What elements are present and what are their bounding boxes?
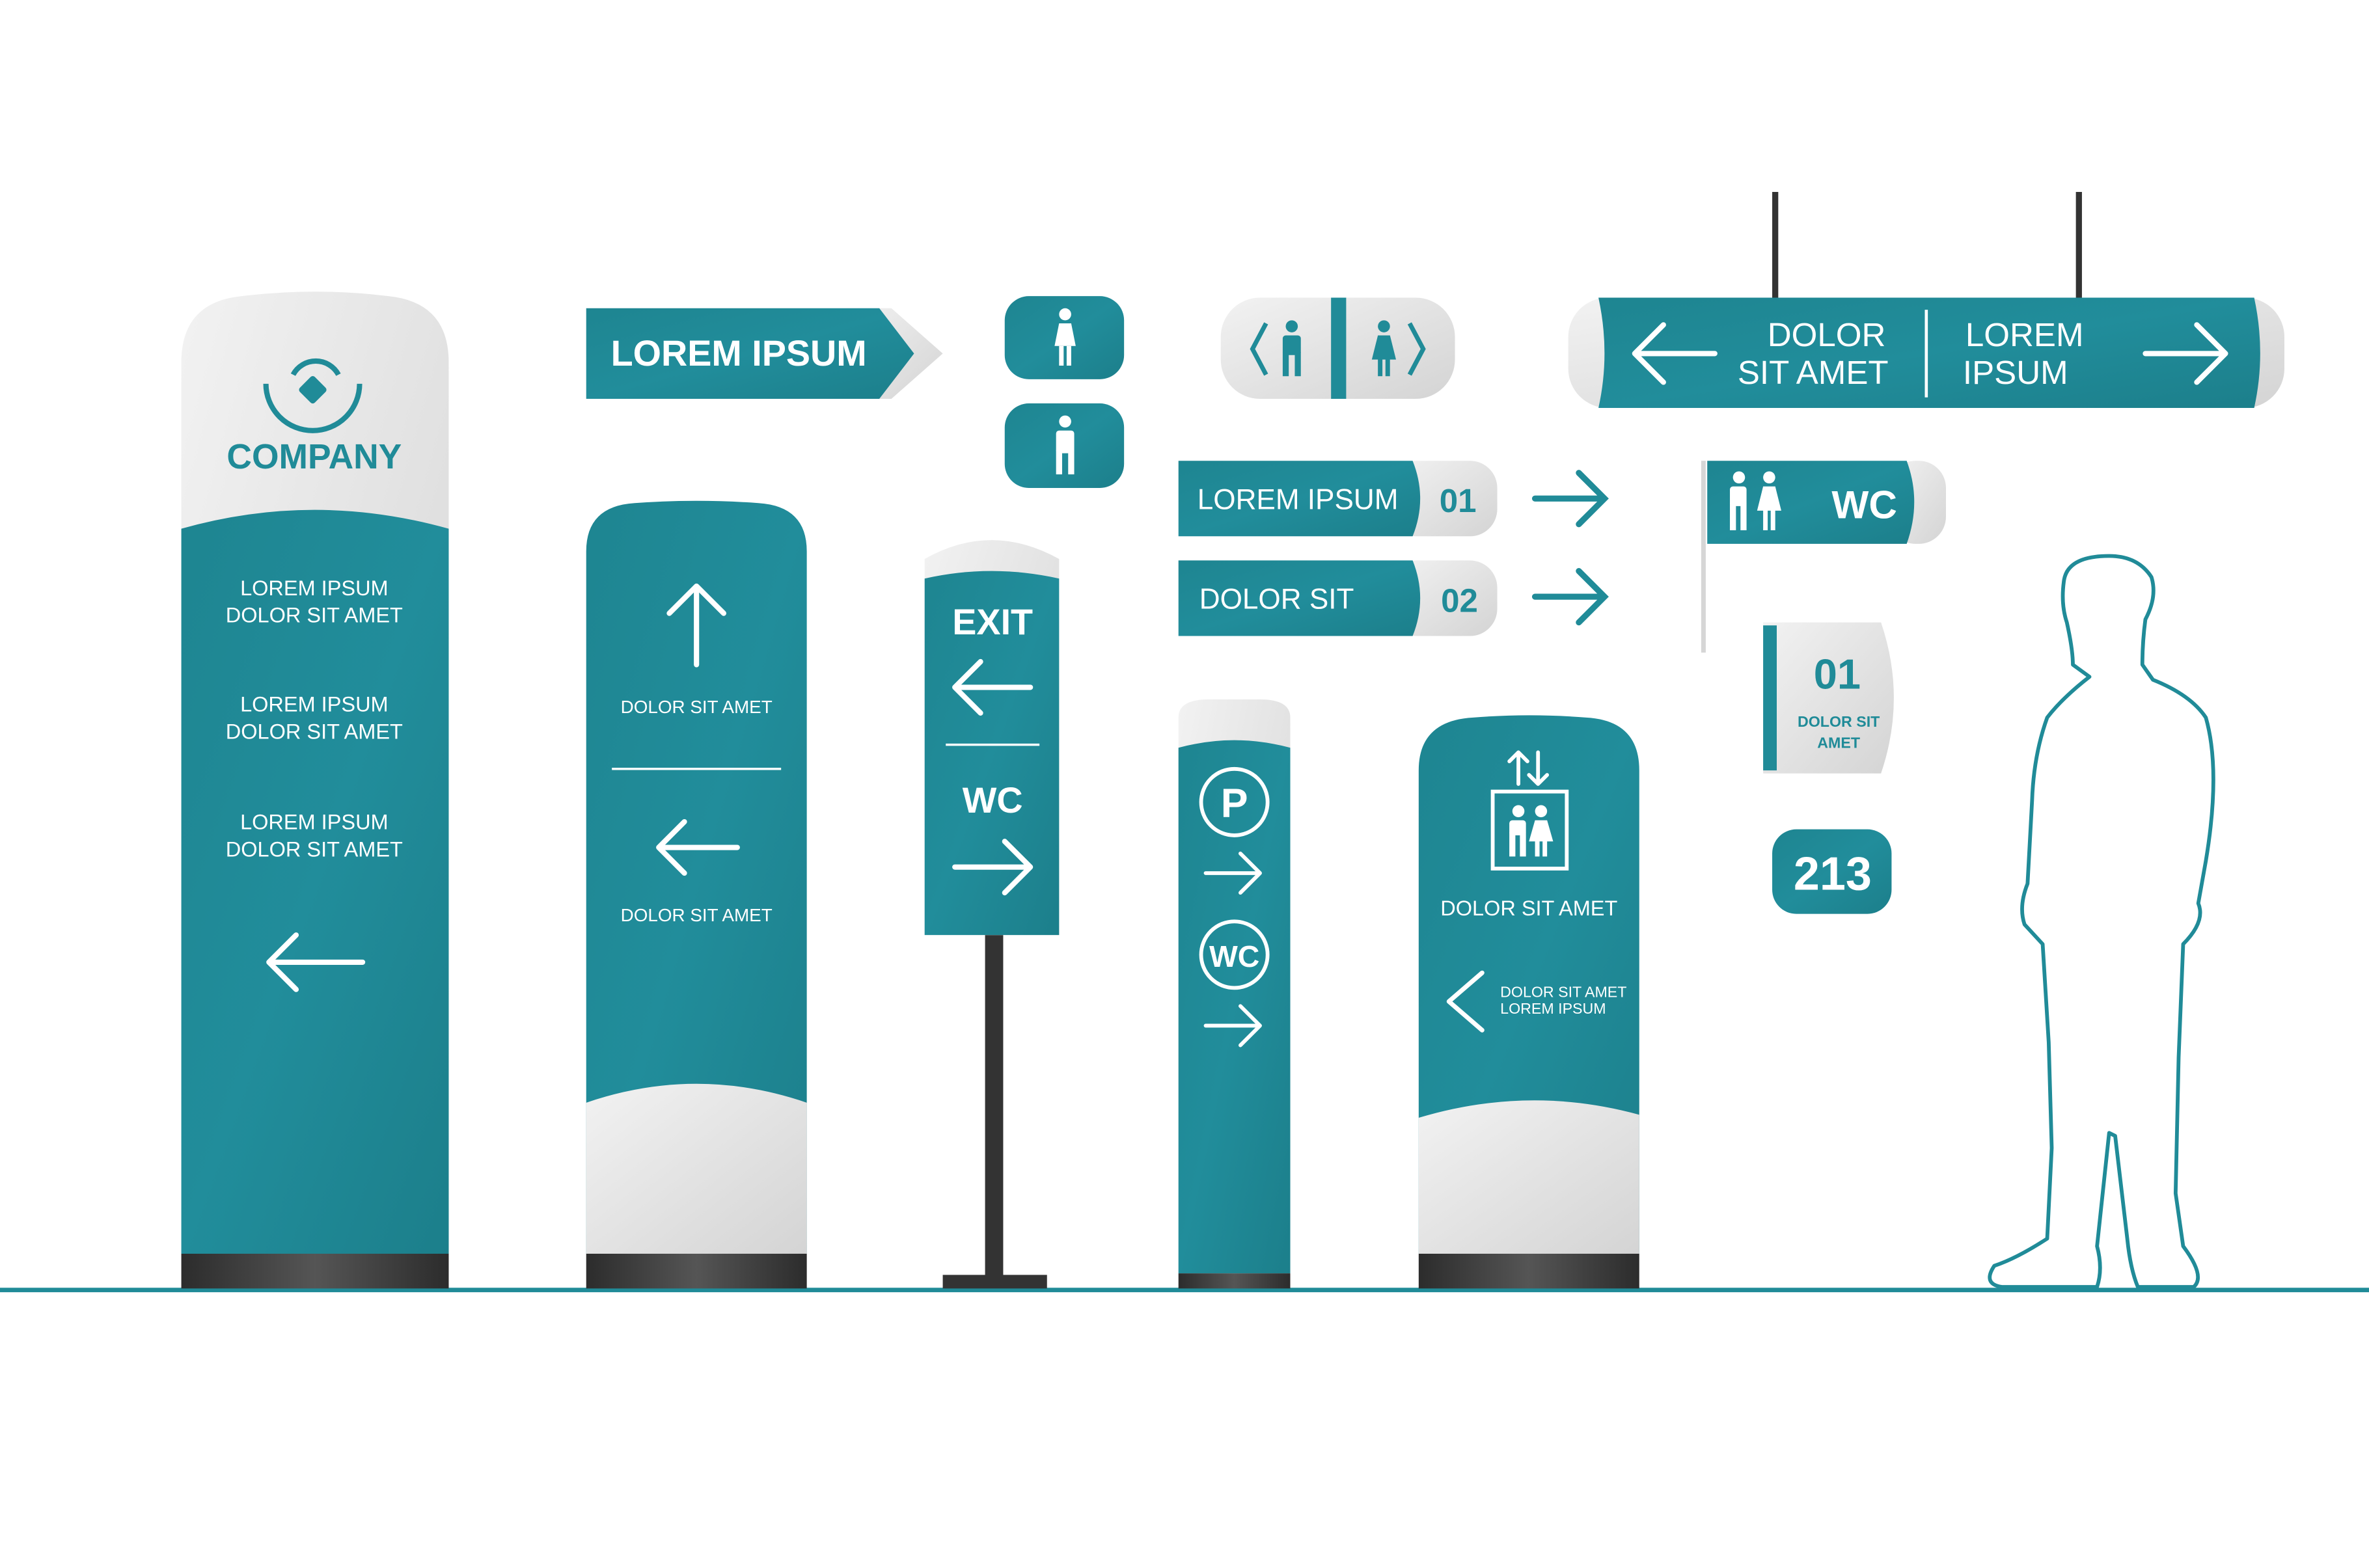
entry-line: DOLOR SIT AMET (226, 837, 403, 861)
person-silhouette (1988, 554, 2215, 1289)
row-sign-label: LOREM IPSUM (1198, 483, 1399, 515)
entry-line: LOREM IPSUM (240, 693, 389, 716)
company-totem: COMPANY LOREM IPSUM DOLOR SIT AMET LOREM… (181, 291, 449, 1289)
direction-label: DOLOR SIT AMET (621, 697, 773, 717)
direction-totem: DOLOR SIT AMET DOLOR SIT AMET (586, 500, 807, 1289)
arrow-right-icon (1531, 470, 1609, 528)
hanging-label: IPSUM (1963, 354, 2068, 391)
room-label: DOLOR SIT (1798, 713, 1880, 730)
arrow-right-icon (2143, 322, 2228, 385)
female-restroom-plate (1004, 296, 1125, 379)
wc-flag-sign: WC (1701, 461, 1946, 653)
plate-number: 213 (1794, 848, 1872, 900)
direction-label: DOLOR SIT AMET (621, 905, 773, 925)
arrow-sign: LOREM IPSUM (586, 308, 943, 399)
exit-label: EXIT (952, 602, 1033, 642)
company-logo-icon (263, 358, 363, 433)
elevator-sub-label: DOLOR SIT AMET (1500, 983, 1626, 1000)
arrow-sign-label: LOREM IPSUM (611, 333, 867, 373)
row-sign-1: LOREM IPSUM 01 (1178, 461, 1609, 537)
arrow-right-icon (1203, 1004, 1262, 1048)
elevator-sub-label: LOREM IPSUM (1500, 1000, 1606, 1017)
row-sign-label: DOLOR SIT (1199, 584, 1354, 615)
entry-line: DOLOR SIT AMET (226, 604, 403, 627)
female-icon (1054, 308, 1076, 366)
restroom-direction-sign (1220, 297, 1455, 399)
male-restroom-plate (1004, 403, 1125, 488)
room-label: AMET (1817, 734, 1860, 751)
restroom-icon (1730, 471, 1781, 530)
chevron-left-icon (1250, 322, 1268, 376)
entry-line: LOREM IPSUM (240, 576, 389, 600)
arrow-left-icon (656, 818, 740, 876)
hanging-label: DOLOR (1768, 316, 1886, 353)
room-sign: 01 DOLOR SIT AMET (1763, 622, 1894, 774)
parking-label: P (1221, 781, 1248, 826)
exit-post-sign: EXIT WC (924, 540, 1060, 1289)
wc-label: WC (1209, 939, 1259, 973)
female-icon (1371, 320, 1396, 377)
elevator-totem: DOLOR SIT AMET DOLOR SIT AMET LOREM IPSU… (1418, 715, 1639, 1289)
male-icon (1056, 415, 1075, 475)
arrow-left-icon (266, 932, 366, 992)
arrow-left-icon (952, 658, 1034, 716)
wc-label: WC (963, 780, 1023, 820)
wc-label: WC (1831, 482, 1897, 526)
elevator-label: DOLOR SIT AMET (1440, 897, 1617, 920)
chevron-right-icon (1407, 322, 1426, 376)
arrow-right-icon (952, 839, 1034, 896)
arrow-right-icon (1531, 568, 1609, 626)
row-sign-number: 02 (1441, 582, 1478, 619)
room-number: 01 (1814, 651, 1861, 698)
parking-icon (1199, 766, 1270, 837)
number-plate: 213 (1772, 829, 1892, 914)
entry-line: DOLOR SIT AMET (226, 720, 403, 743)
arrow-left-icon (1632, 322, 1718, 385)
hanging-label: LOREM (1965, 316, 2084, 353)
arrow-up-icon (666, 583, 727, 668)
parking-totem: P WC (1178, 699, 1291, 1289)
hanging-sign: DOLOR SIT AMET LOREM IPSUM (1568, 192, 2284, 408)
hanging-label: SIT AMET (1738, 354, 1889, 391)
arrow-right-icon (1203, 851, 1262, 895)
row-sign-2: DOLOR SIT 02 (1178, 560, 1609, 636)
entry-line: LOREM IPSUM (240, 811, 389, 834)
company-name: COMPANY (226, 438, 402, 476)
elevator-icon (1490, 750, 1569, 871)
male-icon (1282, 320, 1301, 377)
chevron-left-icon (1446, 970, 1485, 1033)
wc-icon (1199, 919, 1270, 990)
row-sign-number: 01 (1440, 482, 1477, 519)
